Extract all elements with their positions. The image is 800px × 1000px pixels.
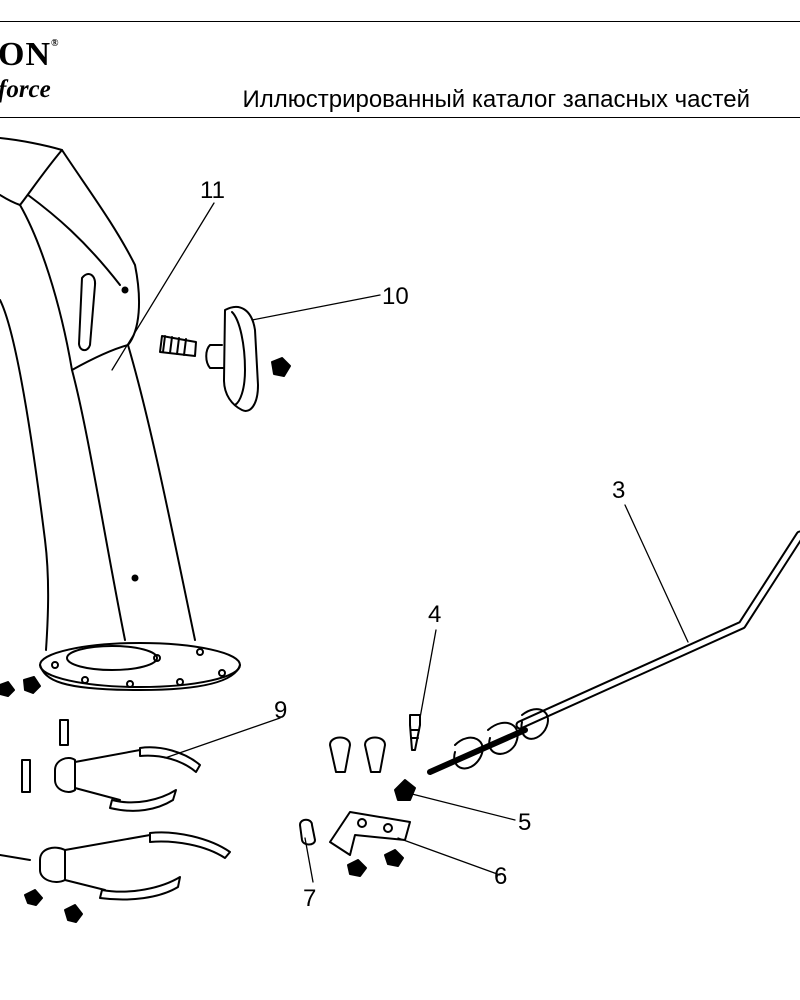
brand-logo: ON®	[0, 36, 60, 73]
carriage-bolts	[329, 736, 386, 773]
clamp-lower	[0, 831, 231, 923]
callout-7: 7	[303, 885, 316, 912]
clamp-upper	[21, 719, 201, 812]
bracket-part	[329, 811, 411, 877]
catalog-title: Иллюстрированный каталог запасных частей	[242, 86, 750, 113]
small-nuts	[0, 676, 41, 697]
callout-10: 10	[382, 283, 409, 310]
nut-part	[299, 818, 316, 846]
callout-9: 9	[274, 697, 287, 724]
callout-3: 3	[612, 477, 625, 504]
crank-rod-part	[394, 530, 800, 801]
callout-5: 5	[518, 809, 531, 836]
header-rule	[0, 117, 800, 118]
top-rule	[0, 21, 800, 22]
bolt-part	[409, 714, 421, 751]
knob-part	[159, 305, 291, 412]
callout-4: 4	[428, 601, 441, 628]
callout-labels: 11 10 3 4 9 5 6 7	[200, 177, 625, 912]
brand-tagline: force	[0, 76, 51, 103]
callout-11: 11	[200, 177, 225, 204]
chute-part	[0, 137, 241, 691]
callout-6: 6	[494, 863, 507, 890]
leader-lines	[111, 202, 689, 883]
